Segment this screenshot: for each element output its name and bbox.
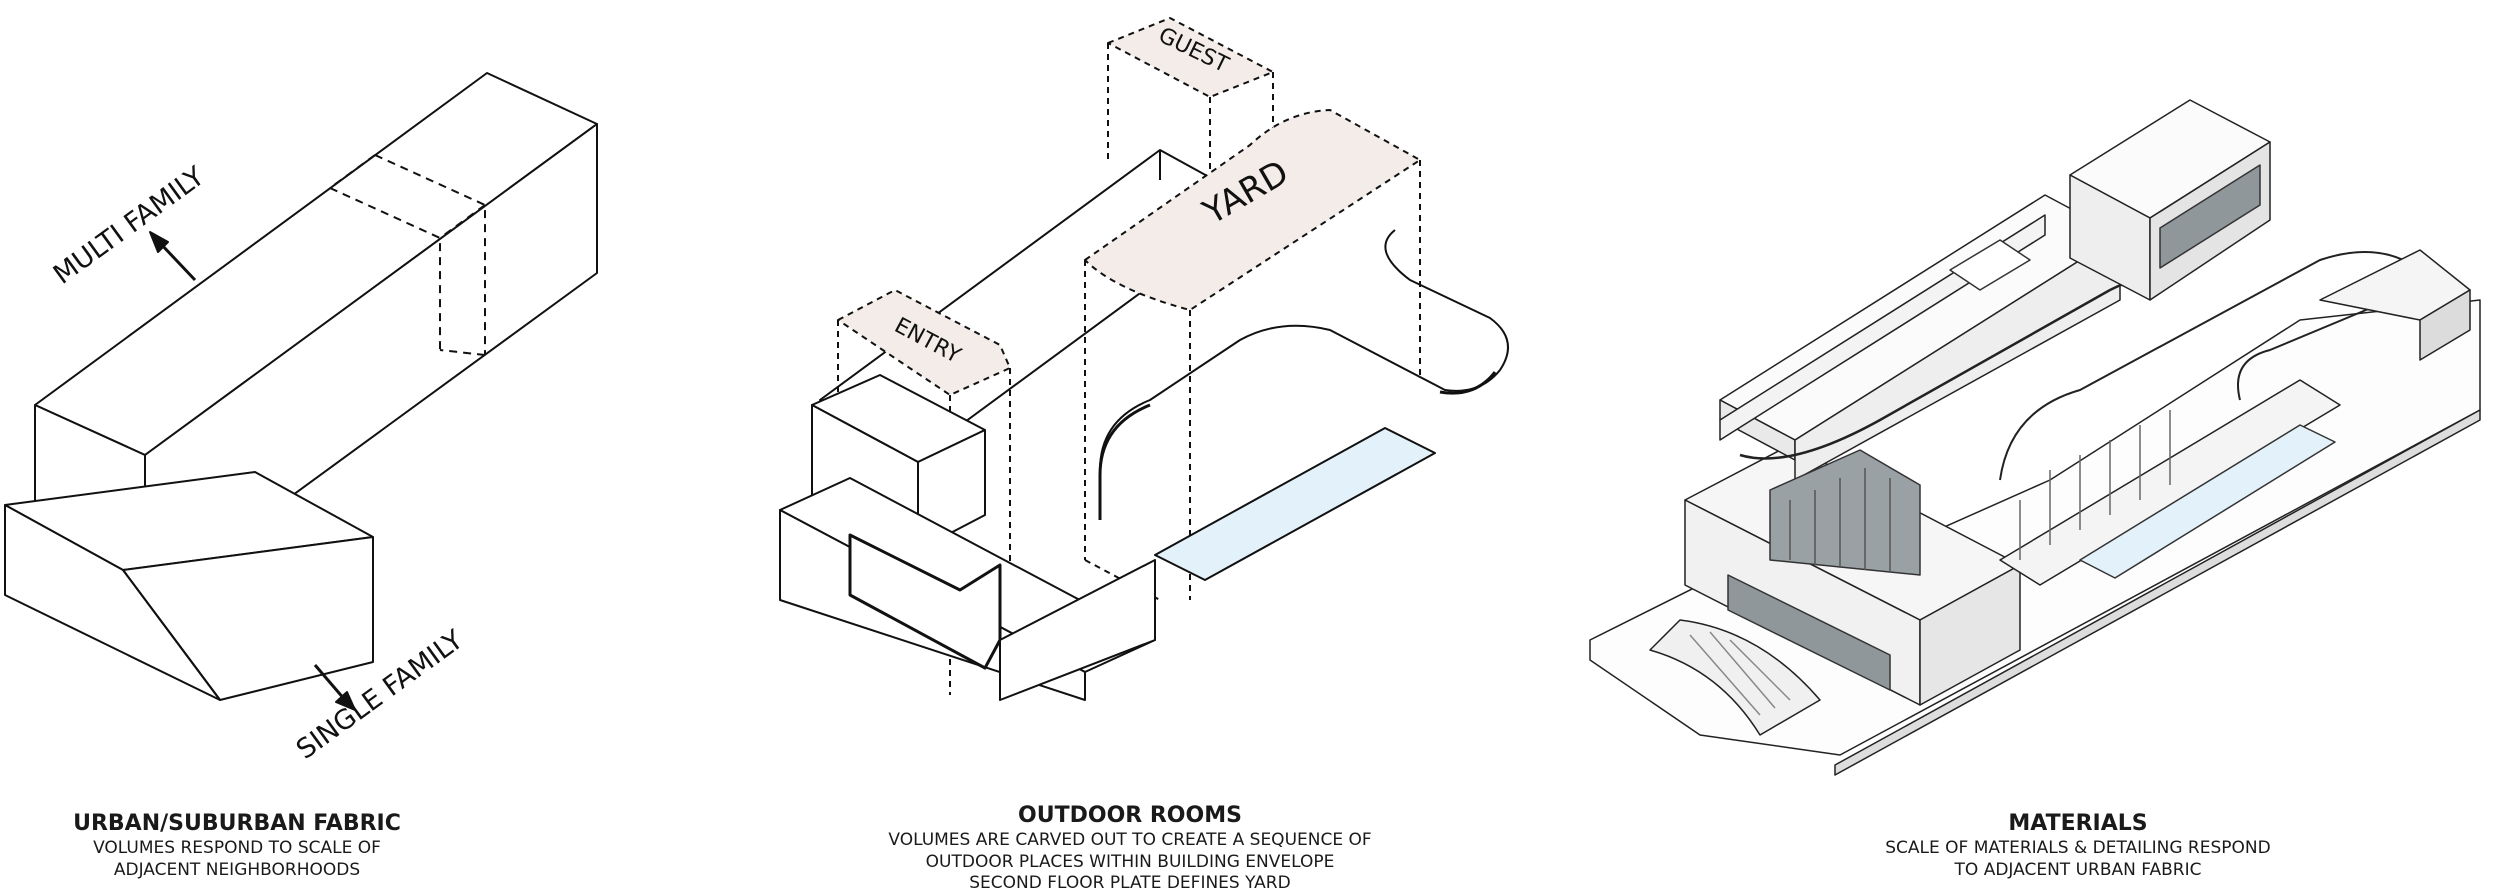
caption-line-outdoor-2: OUTDOOR PLACES WITHIN BUILDING ENVELOPE — [926, 852, 1335, 872]
panel-materials — [1589, 99, 2481, 776]
panel-outdoor-rooms — [779, 17, 1509, 701]
caption-line-outdoor-1: VOLUMES ARE CARVED OUT TO CREATE A SEQUE… — [888, 830, 1371, 850]
caption-title-materials: MATERIALS — [2008, 811, 2147, 836]
caption-title-urban: URBAN/SUBURBAN FABRIC — [73, 811, 401, 836]
caption-line-urban-2: ADJACENT NEIGHBORHOODS — [114, 860, 360, 880]
materials-pool — [2079, 424, 2336, 579]
caption-line-urban-1: VOLUMES RESPOND TO SCALE OF — [93, 838, 381, 858]
single-family-volume — [4, 471, 374, 701]
single-family-arrow-icon — [313, 664, 356, 711]
caption-line-materials-1: SCALE OF MATERIALS & DETAILING RESPOND — [1885, 838, 2270, 858]
caption-title-outdoor: OUTDOOR ROOMS — [1018, 803, 1242, 828]
multi-family-arrow-icon — [149, 231, 197, 282]
panel-urban-fabric — [4, 72, 598, 711]
pool — [1154, 427, 1436, 581]
captions: URBAN/SUBURBAN FABRIC VOLUMES RESPOND TO… — [73, 803, 2271, 890]
caption-line-materials-2: TO ADJACENT URBAN FABRIC — [1954, 860, 2202, 880]
caption-line-outdoor-3: SECOND FLOOR PLATE DEFINES YARD — [969, 873, 1290, 890]
